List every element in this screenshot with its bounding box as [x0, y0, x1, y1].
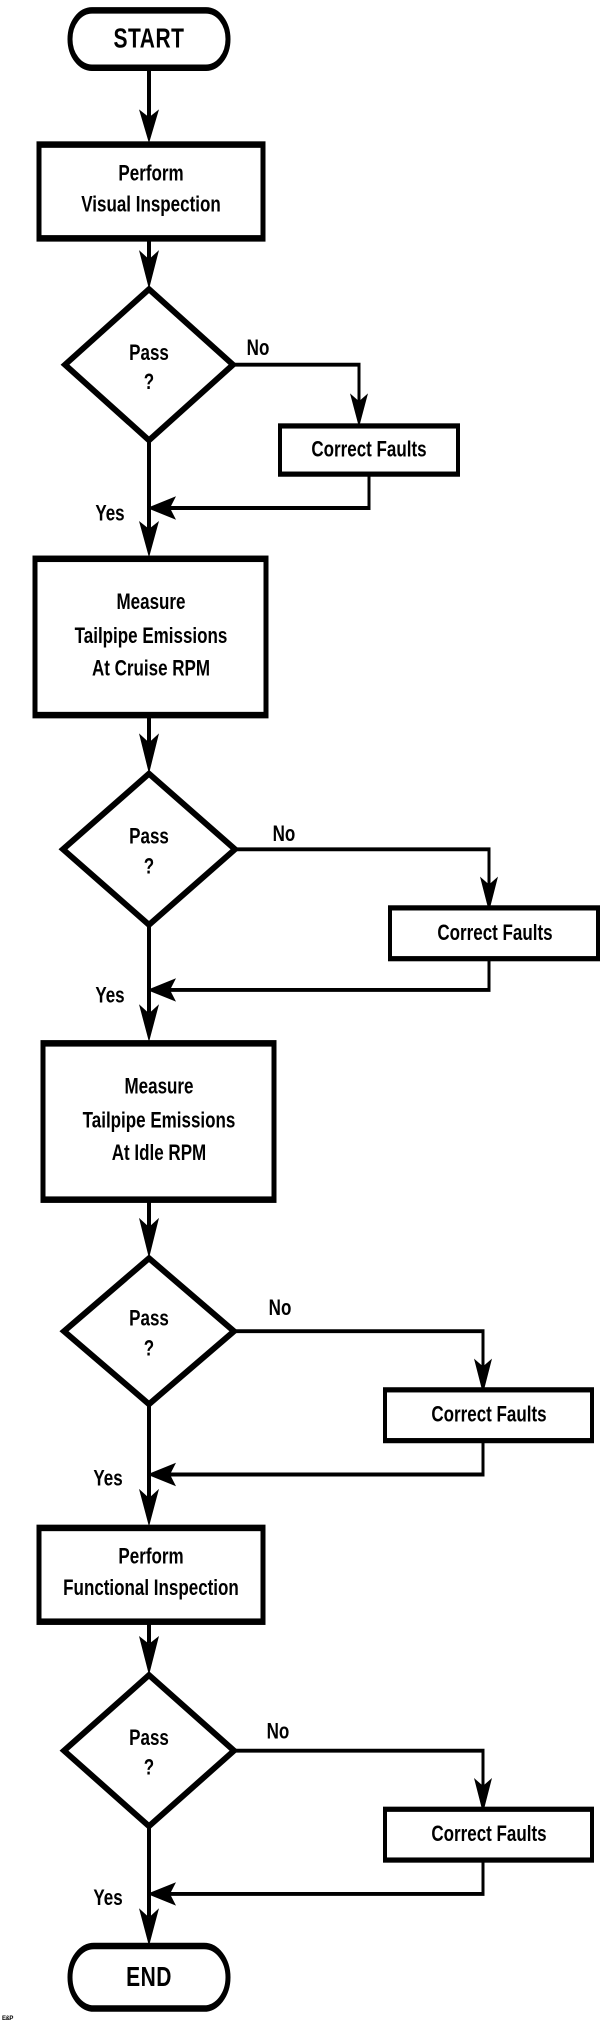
edge-correctfaults3-return	[147, 1440, 485, 1487]
edge-label-no-3: No	[269, 1296, 292, 1321]
decision2-line2: ?	[144, 854, 154, 879]
start-label: START	[114, 24, 185, 54]
node-decision-pass-3[interactable]: Pass ?	[59, 1254, 239, 1409]
process-idle-shape	[40, 1040, 277, 1203]
correct-faults1-label: Correct Faults	[311, 437, 426, 462]
node-end[interactable]: END	[67, 1942, 231, 2012]
decision4-shape	[59, 1671, 239, 1831]
correct-faults4-label: Correct Faults	[431, 1822, 546, 1847]
node-process-measure-idle[interactable]: Measure Tailpipe Emissions At Idle RPM	[40, 1040, 277, 1203]
edge-label-yes-3: Yes	[93, 1466, 122, 1491]
edge-decision4-yes	[139, 1826, 159, 1947]
node-decision-pass-2[interactable]: Pass ?	[58, 769, 240, 929]
edge-decision3-yes	[139, 1404, 159, 1527]
edge-visual-to-decision1	[139, 238, 159, 290]
process-functional-shape	[36, 1524, 266, 1625]
edge-correctfaults2-return	[147, 958, 491, 1002]
node-decision-pass-4[interactable]: Pass ?	[59, 1671, 239, 1831]
edge-start-to-visual	[139, 67, 159, 144]
process-cruise-line1: Measure	[117, 590, 186, 615]
node-correct-faults-4[interactable]: Correct Faults	[383, 1806, 594, 1863]
edge-decision2-no	[235, 847, 498, 912]
node-process-visual-inspection[interactable]: Perform Visual Inspection	[36, 141, 266, 242]
node-correct-faults-1[interactable]: Correct Faults	[278, 423, 460, 477]
edge-decision3-no	[234, 1329, 492, 1394]
edge-label-no-1: No	[247, 336, 270, 361]
node-process-measure-cruise[interactable]: Measure Tailpipe Emissions At Cruise RPM	[32, 555, 269, 719]
edge-label-no-4: No	[267, 1719, 290, 1744]
edge-functional-to-decision4	[139, 1621, 159, 1676]
process-functional-line2: Functional Inspection	[63, 1576, 239, 1601]
correct-faults3-shape	[383, 1387, 594, 1444]
decision3-line1: Pass	[129, 1306, 169, 1331]
edge-correctfaults1-return	[147, 474, 371, 520]
process-visual-shape	[36, 141, 266, 242]
edge-decision4-no	[234, 1748, 492, 1814]
process-idle-line2: Tailpipe Emissions	[83, 1108, 236, 1133]
decision1-line2: ?	[144, 370, 154, 395]
edge-label-no-2: No	[273, 822, 296, 847]
node-decision-pass-1[interactable]: Pass ?	[60, 285, 238, 445]
edge-correctfaults4-return	[147, 1860, 485, 1906]
node-process-functional-inspection[interactable]: Perform Functional Inspection	[36, 1524, 266, 1625]
process-cruise-shape	[32, 555, 269, 719]
node-correct-faults-3[interactable]: Correct Faults	[383, 1387, 594, 1444]
edge-decision1-no	[233, 362, 368, 428]
edge-label-yes-1: Yes	[95, 501, 124, 526]
start-shape	[67, 7, 231, 71]
process-idle-line3: At Idle RPM	[112, 1141, 206, 1166]
process-idle-line1: Measure	[125, 1074, 194, 1099]
decision1-line1: Pass	[129, 341, 169, 366]
node-start[interactable]: START	[67, 7, 231, 71]
edge-label-yes-2: Yes	[95, 983, 124, 1008]
node-correct-faults-2[interactable]: Correct Faults	[388, 905, 600, 962]
edge-label-yes-4: Yes	[93, 1886, 122, 1911]
correct-faults2-label: Correct Faults	[437, 921, 552, 946]
decision3-line2: ?	[144, 1336, 154, 1361]
decision2-shape	[58, 769, 240, 929]
correct-faults2-shape	[388, 905, 600, 962]
edge-decision2-yes	[139, 924, 159, 1043]
decision4-line2: ?	[144, 1756, 154, 1781]
end-shape	[67, 1942, 231, 2012]
correct-faults3-label: Correct Faults	[431, 1403, 546, 1428]
process-cruise-line3: At Cruise RPM	[92, 656, 210, 681]
edge-decision1-yes	[139, 440, 159, 558]
process-visual-line2: Visual Inspection	[81, 193, 220, 218]
process-cruise-line2: Tailpipe Emissions	[75, 624, 228, 649]
correct-faults1-shape	[278, 423, 460, 477]
process-functional-line1: Perform	[118, 1545, 183, 1570]
end-label: END	[126, 1962, 172, 1992]
decision3-shape	[59, 1254, 239, 1409]
decision4-line1: Pass	[129, 1726, 169, 1751]
decision2-line1: Pass	[129, 824, 169, 849]
watermark-text: E&P	[2, 2016, 13, 2022]
process-visual-line1: Perform	[118, 161, 183, 186]
edge-cruise-to-decision2	[139, 715, 159, 774]
correct-faults4-shape	[383, 1806, 594, 1863]
edge-idle-to-decision3	[139, 1199, 159, 1259]
